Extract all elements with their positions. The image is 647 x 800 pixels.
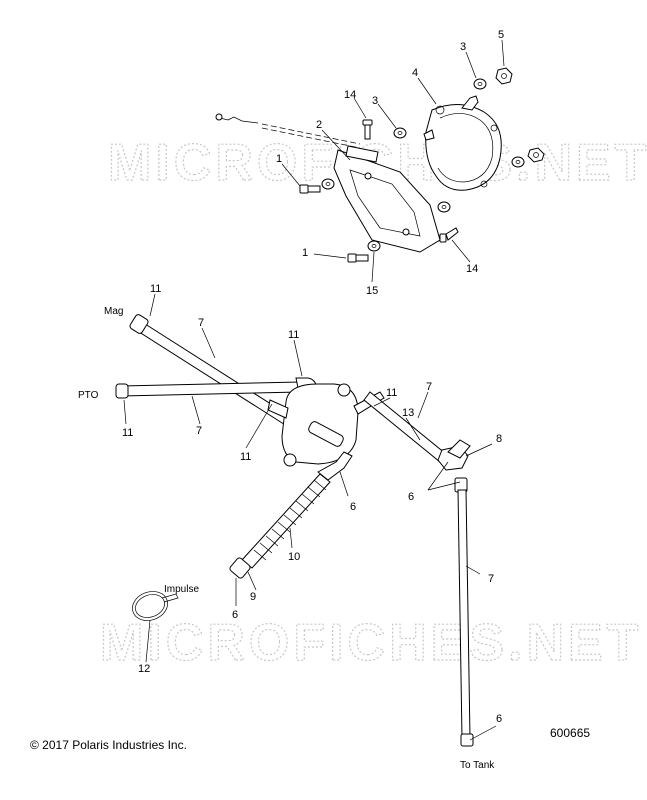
callout-3-middle: 3 (372, 95, 378, 107)
callout-14-top: 14 (344, 89, 356, 101)
watermark-bottom: MICROFICHES.NET (100, 614, 642, 672)
figure-number: 600665 (550, 726, 591, 740)
label-mag: Mag (104, 306, 123, 317)
callout-11-right: 11 (386, 387, 397, 399)
callout-7-mag: 7 (198, 317, 204, 329)
inline-fuel-pump (267, 383, 385, 467)
bolt-14-lower (439, 227, 459, 243)
callout-12: 12 (138, 663, 150, 675)
callout-6-impulse: 6 (232, 609, 238, 621)
callout-8: 8 (496, 433, 502, 445)
callout-6-tee: 6 (408, 491, 414, 503)
hose-to-tank (454, 477, 474, 747)
nut-right (527, 147, 545, 163)
callout-6-pump: 6 (350, 501, 356, 513)
washer-15 (367, 240, 381, 252)
label-to-tank: To Tank (460, 760, 495, 771)
label-pto: PTO (78, 390, 99, 401)
fuel-pump (423, 95, 502, 191)
callout-7-right: 7 (426, 381, 432, 393)
callout-11-top: 11 (288, 329, 299, 341)
leader-lines (123, 39, 505, 741)
hose-clamp-12 (132, 591, 179, 621)
nut-5 (495, 67, 513, 85)
callout-6-tank: 6 (496, 713, 502, 725)
bolt-1-lower (347, 253, 369, 263)
callout-4: 4 (412, 67, 418, 79)
callout-7-pto: 7 (196, 425, 202, 437)
callout-11-lower: 11 (240, 451, 251, 463)
callout-15: 15 (366, 285, 378, 297)
callout-1-lower: 1 (302, 247, 308, 259)
callout-1-upper: 1 (276, 153, 282, 165)
tee-fitting-8 (437, 439, 471, 471)
bolt-14-top (362, 119, 373, 140)
washer-right (511, 156, 525, 168)
callout-5: 5 (498, 29, 504, 41)
washer-left (321, 178, 335, 190)
hose-13 (363, 391, 447, 463)
mounting-bracket (333, 145, 441, 253)
callout-14-lower: 14 (466, 263, 478, 275)
callout-3-upper: 3 (460, 41, 466, 53)
callout-10: 10 (288, 551, 300, 563)
callout-11-pto: 11 (122, 427, 133, 439)
washer-lower-right (437, 201, 451, 213)
callout-13: 13 (402, 407, 414, 419)
washer-3-middle (393, 127, 407, 139)
bolt-1-upper (299, 184, 321, 194)
copyright-notice: © 2017 Polaris Industries Inc. (30, 738, 187, 752)
washer-3-upper (473, 78, 487, 90)
label-impulse: Impulse (164, 584, 199, 595)
callout-9: 9 (250, 591, 256, 603)
callout-2: 2 (316, 119, 322, 131)
impulse-hose-10 (229, 451, 353, 579)
callout-11-mag: 11 (150, 283, 161, 295)
callout-7-tank: 7 (488, 573, 494, 585)
